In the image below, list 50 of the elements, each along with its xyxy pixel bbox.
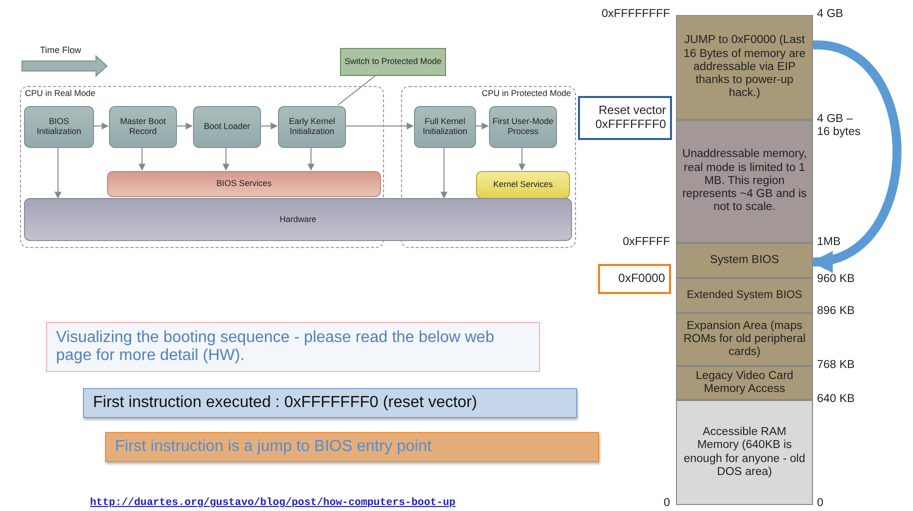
services-bar: Kernel Services <box>476 171 570 199</box>
arrow <box>474 122 489 130</box>
note-box: First instruction is a jump to BIOS entry point <box>105 432 599 462</box>
arrow <box>344 122 414 130</box>
arrow <box>54 146 62 199</box>
size-label: 960 KB <box>817 273 855 286</box>
region-title: CPU in Real Mode <box>25 89 96 99</box>
process-box: First User-Mode Process <box>489 106 557 148</box>
arrow <box>260 122 278 130</box>
memory-region: JUMP to 0xF0000 (Last 16 Bytes of memory are addressable via EIP thanks to power-up hack.) <box>676 15 813 120</box>
process-box: Early Kernel Initialization <box>278 106 346 148</box>
size-label: 4 GB <box>817 8 844 22</box>
memory-region: Unaddressable memory, real mode is limited to 1 MB. This region represents ~4 GB and is not to scale. <box>676 120 813 243</box>
arrow <box>176 122 193 130</box>
flow-label: Time Flow <box>40 45 82 56</box>
arrow <box>222 146 230 171</box>
address-label: 0 <box>664 497 670 510</box>
size-label: 768 KB <box>817 359 855 372</box>
note-box: First instruction executed : 0xFFFFFFF0 (reset vector) <box>83 388 577 418</box>
memory-region: Expansion Area (maps ROMs for old peripheral cards) <box>676 313 813 366</box>
arrow <box>518 146 526 171</box>
size-label: 896 KB <box>817 305 855 318</box>
mode-switch-box: Switch to Protected Mode <box>340 48 446 76</box>
address-callout: Reset vector 0xFFFFFFF0 <box>578 96 672 140</box>
size-label: 640 KB <box>817 393 855 406</box>
arrow <box>92 122 109 130</box>
memory-region: Legacy Video Card Memory Access <box>676 366 813 400</box>
region-title: CPU in Protected Mode <box>482 89 571 99</box>
size-label: 4 GB – 16 bytes <box>817 113 862 140</box>
size-label: 0 <box>817 497 824 510</box>
memory-region: Extended System BIOS <box>676 278 813 313</box>
process-box: Boot Loader <box>193 106 261 148</box>
arrow <box>308 146 314 171</box>
url-link: http://duartes.org/gustavo/blog/post/how-computers-boot-up <box>90 497 456 510</box>
process-box: BIOS Initialization <box>24 106 94 148</box>
hardware-bar: Hardware <box>24 198 572 241</box>
connector-line <box>337 76 376 106</box>
process-box: Full Kernel Initialization <box>414 106 476 148</box>
note-box: Visualizing the booting sequence - please read the below web page for more detail (HW). <box>46 322 540 372</box>
memory-region: Accessible RAM Memory (640KB is enough for anyone - old DOS area) <box>676 400 813 505</box>
arrow <box>138 146 146 171</box>
address-label: 0xFFFFFFFF <box>602 8 670 22</box>
services-bar: BIOS Services <box>107 171 381 197</box>
address-label: 0xFFFFF <box>622 236 670 250</box>
arrow <box>440 146 448 199</box>
mode-region <box>20 86 384 248</box>
process-box: Master Boot Record <box>109 106 177 148</box>
address-callout: 0xF0000 <box>598 264 671 294</box>
size-label: 1MB <box>817 236 841 250</box>
memory-region: System BIOS <box>676 243 813 278</box>
